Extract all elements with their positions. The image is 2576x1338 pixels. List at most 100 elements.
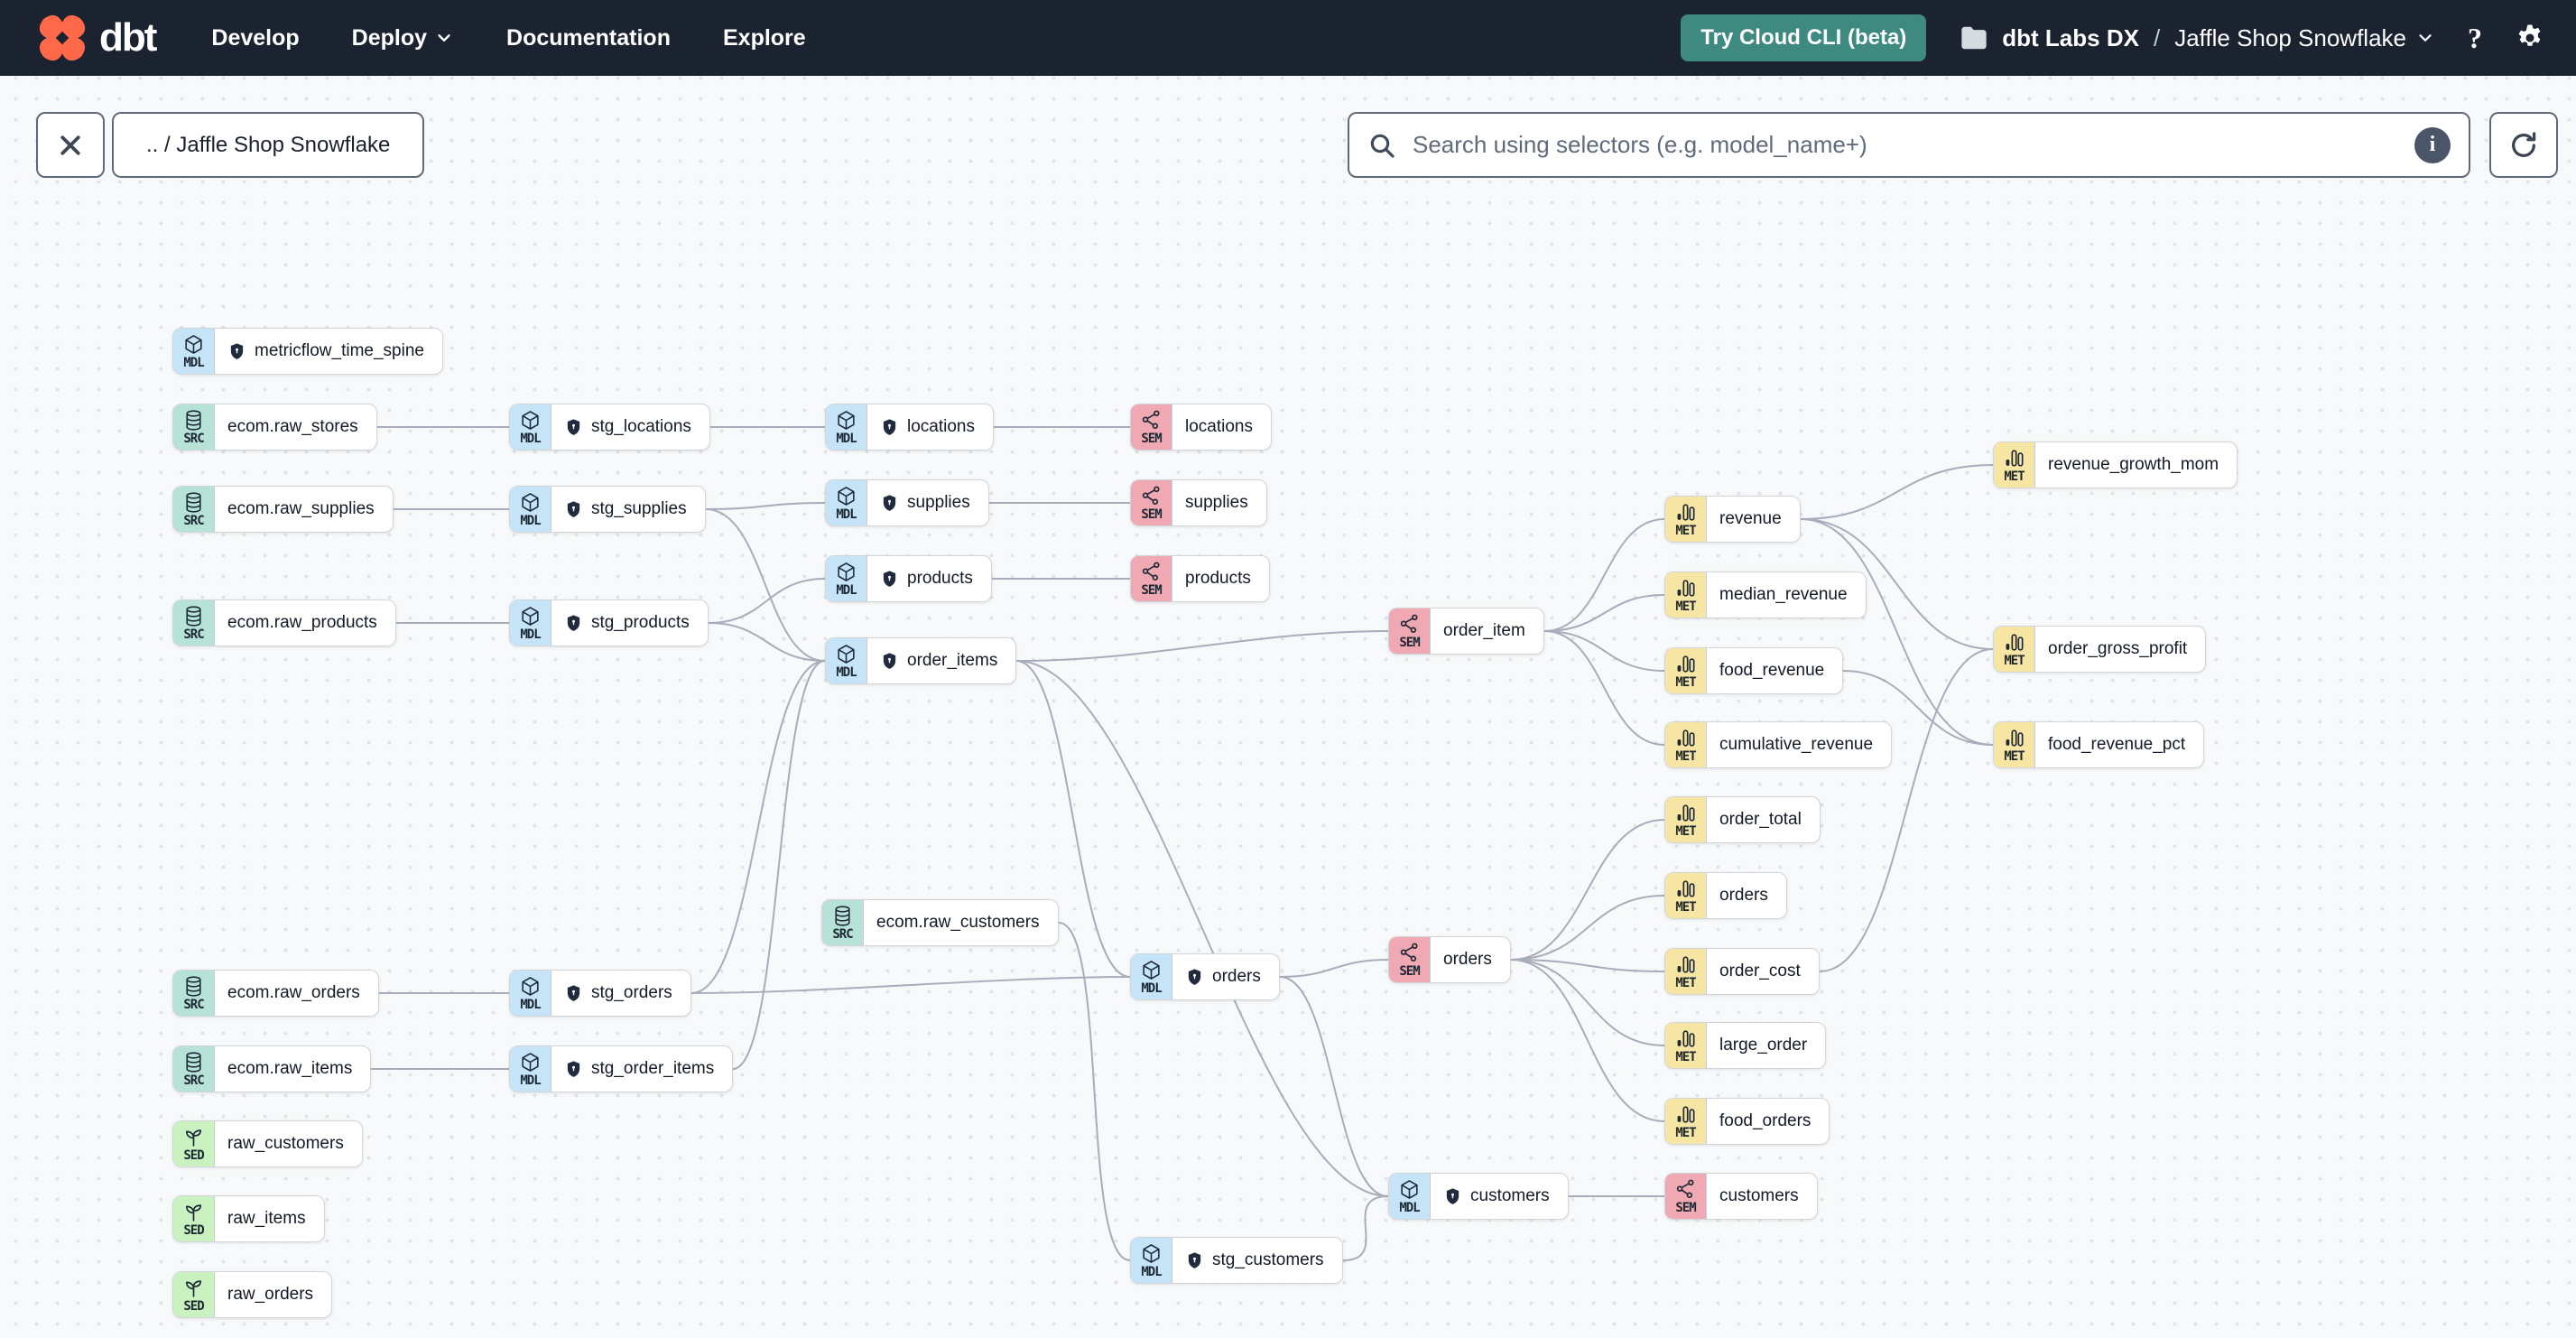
lineage-edge	[1800, 518, 1994, 746]
try-cloud-cli-button[interactable]: Try Cloud CLI (beta)	[1681, 14, 1927, 61]
lineage-breadcrumb[interactable]: .. / Jaffle Shop Snowflake	[112, 112, 425, 178]
cube-icon	[835, 561, 857, 583]
database-icon	[182, 605, 205, 627]
node-label: orders	[1719, 886, 1768, 905]
node-type-label: MDL	[836, 432, 857, 446]
account-name[interactable]: dbt Labs DX	[2002, 23, 2139, 51]
node-label: order_items	[907, 651, 998, 670]
node-type-badge: SEM	[1131, 404, 1172, 450]
node-type-label: MET	[1675, 824, 1696, 839]
node-type-label: SEM	[1141, 583, 1162, 598]
graph-node-order_total[interactable]: MET order_total	[1664, 796, 1821, 843]
node-label: order_total	[1719, 810, 1802, 829]
lineage-edge	[1819, 648, 1994, 972]
dbt-logo-icon	[39, 14, 86, 61]
node-type-badge: MDL	[510, 487, 551, 532]
project-selector[interactable]: Jaffle Shop Snowflake	[2174, 24, 2435, 52]
node-label: ecom.raw_supplies	[227, 499, 375, 518]
cube-icon	[519, 975, 542, 998]
share-network-icon	[1140, 561, 1163, 583]
info-icon[interactable]: i	[2414, 126, 2451, 163]
node-type-badge: SRC	[822, 900, 864, 945]
node-type-badge: SEM	[1665, 1174, 1707, 1219]
cube-icon	[835, 409, 857, 432]
nav-item-develop[interactable]: Develop	[211, 24, 300, 51]
database-icon	[831, 905, 854, 927]
lineage-edge	[1842, 670, 1994, 746]
shield-icon	[564, 1060, 583, 1079]
shield-icon	[1185, 968, 1204, 987]
dbt-logo-word: dbt	[99, 15, 157, 60]
cube-icon	[182, 333, 205, 356]
account-breadcrumb: dbt Labs DX / Jaffle Shop Snowflake	[1959, 24, 2435, 52]
node-type-label: SED	[183, 1223, 204, 1238]
search-input[interactable]	[1411, 130, 2414, 160]
settings-gear-button[interactable]	[2515, 23, 2545, 53]
node-label: raw_orders	[227, 1285, 314, 1304]
nav-item-documentation[interactable]: Documentation	[506, 24, 671, 51]
graph-node-products[interactable]: MDL products	[825, 555, 992, 602]
nav-item-deploy[interactable]: Deploy	[352, 25, 454, 51]
node-type-label: MET	[1675, 1126, 1696, 1140]
node-label: products	[907, 569, 973, 588]
node-label: supplies	[907, 493, 970, 512]
share-network-icon	[1140, 485, 1163, 507]
dbt-logo[interactable]: dbt	[36, 12, 157, 64]
close-lineage-button[interactable]	[36, 112, 105, 178]
node-label: stg_customers	[1212, 1250, 1324, 1269]
node-type-badge: MET	[1665, 722, 1707, 767]
bar-chart-icon	[1674, 653, 1697, 675]
node-type-label: MDL	[836, 583, 857, 598]
node-type-badge: SED	[173, 1121, 215, 1166]
lineage-edge	[1510, 959, 1665, 972]
graph-node-order_items[interactable]: MDL order_items	[825, 637, 1017, 684]
node-label: food_revenue	[1719, 661, 1825, 680]
lineage-edge	[1800, 518, 1994, 650]
refresh-lineage-button[interactable]	[2489, 112, 2558, 178]
cube-icon	[1398, 1178, 1421, 1201]
nav-item-explore[interactable]: Explore	[722, 24, 806, 51]
node-type-label: MDL	[836, 665, 857, 680]
node-type-badge: MDL	[1389, 1174, 1431, 1219]
help-button[interactable]: ?	[2468, 21, 2482, 54]
selector-search-bar[interactable]: i	[1348, 112, 2470, 178]
